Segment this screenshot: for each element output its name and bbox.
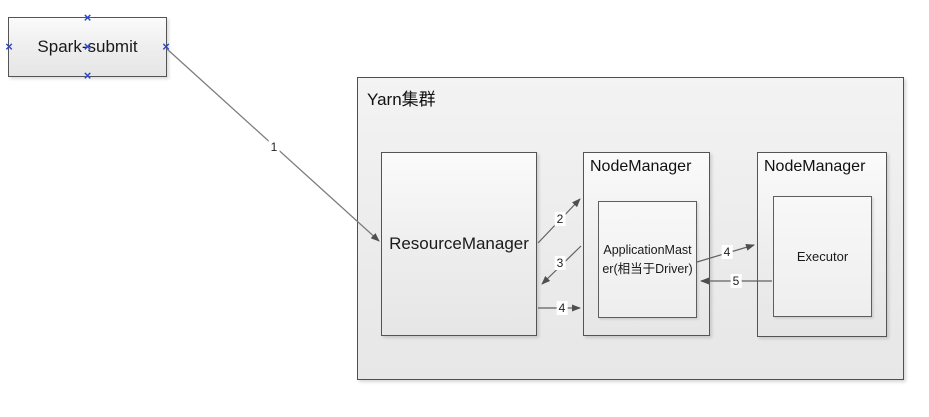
selection-handle-left[interactable]: × [5, 39, 13, 54]
executor-label: Executor [796, 249, 849, 264]
node-executor[interactable]: Executor [773, 196, 872, 317]
node-manager-1-label: NodeManager [590, 158, 692, 175]
resource-manager-label: ResourceManager [389, 234, 529, 253]
application-master-label-line1: ApplicationMast [603, 242, 692, 257]
edge-label-4a: 4 [556, 301, 568, 315]
selection-handle-right[interactable]: × [162, 39, 170, 54]
edge-label-3: 3 [554, 256, 566, 270]
edge-label-5: 5 [730, 274, 742, 288]
edge-label-2: 2 [554, 212, 566, 226]
edge-label-4b: 4 [721, 245, 733, 259]
selection-handle-bottom[interactable]: × [83, 68, 92, 83]
yarn-cluster-label: Yarn集群 [367, 90, 436, 109]
selection-handle-top[interactable]: × [83, 10, 92, 25]
application-master-label-line2: er(相当于Driver) [602, 261, 693, 276]
node-manager-2-label: NodeManager [764, 158, 866, 175]
node-spark-submit[interactable]: Spark-submit × × × × × [5, 11, 170, 82]
selection-handle-center[interactable]: × [83, 39, 92, 54]
node-application-master[interactable]: ApplicationMast er(相当于Driver) [598, 201, 697, 318]
spark-submit-label: Spark-submit [37, 37, 138, 56]
node-resource-manager[interactable]: ResourceManager [381, 152, 537, 336]
edge-label-1: 1 [268, 140, 280, 154]
